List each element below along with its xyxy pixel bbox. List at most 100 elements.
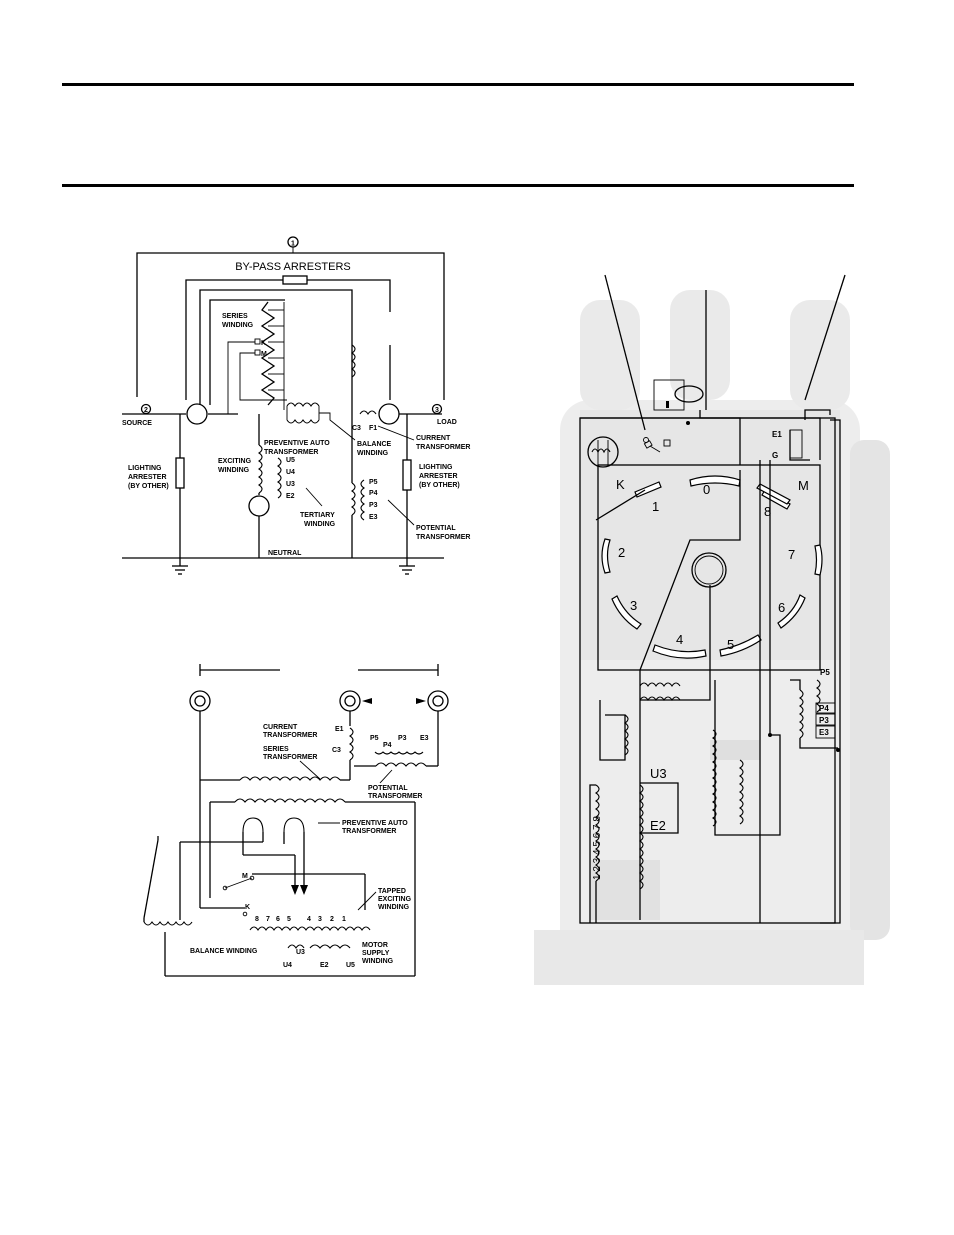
photo-coil-3: [624, 714, 629, 756]
header-rule-bottom: [62, 184, 854, 187]
arc-0: [689, 475, 741, 487]
tap-6: 6: [276, 916, 280, 923]
pt-tap-p3: P3: [369, 502, 378, 509]
f1-label: F1: [369, 425, 377, 432]
tertiary-winding-label-1: TERTIARY: [300, 512, 335, 519]
pt-p3: P3: [398, 735, 407, 742]
load-number: 3: [435, 407, 439, 414]
preventive-auto-label-2: TRANSFORMER: [342, 828, 396, 835]
motor-u5: U5: [346, 962, 355, 969]
header-rule-top: [62, 83, 854, 86]
photo-u3: U3: [650, 766, 667, 781]
pos-4: 4: [676, 632, 683, 647]
pa-coil-1: [242, 817, 264, 833]
pos-0: 0: [703, 482, 710, 497]
balance-coil: [351, 344, 356, 378]
exciting-winding-coil: [258, 444, 263, 494]
pt-p5: P5: [370, 735, 379, 742]
potential-transformer-label-1: POTENTIAL: [368, 785, 408, 792]
load-bushing: [378, 403, 400, 425]
pt-tap-p4: P4: [369, 490, 378, 497]
photo-e2: E2: [650, 818, 666, 833]
center-collector: [691, 552, 727, 588]
balance-winding-coil: [143, 921, 193, 926]
exciting-winding-coil: [234, 798, 346, 803]
bypass-arresters-label: BY-PASS ARRESTERS: [235, 261, 351, 273]
arrester-right-label-2: ARRESTER: [419, 473, 458, 480]
photo-coil-5: [739, 759, 744, 825]
pt-tap-e3: E3: [369, 514, 378, 521]
current-transformer-coil: [359, 410, 377, 415]
pa-coil-2: [283, 817, 305, 833]
switch-k: K: [245, 904, 250, 911]
neutral-label: NEUTRAL: [268, 550, 302, 557]
photo-e3: E3: [819, 728, 829, 737]
load-label: LOAD: [437, 419, 457, 426]
potential-transformer-label-2: TRANSFORMER: [368, 793, 422, 800]
pos-6: 6: [778, 600, 785, 615]
balance-winding-label-2: WINDING: [357, 450, 389, 457]
pos-2: 2: [618, 545, 625, 560]
preventive-auto-label-2: TRANSFORMER: [264, 449, 318, 456]
series-winding-label-2: WINDING: [222, 322, 254, 329]
arc-2: [601, 538, 611, 574]
pos-8: 8: [764, 504, 771, 519]
series-transformer-label-2: TRANSFORMER: [263, 754, 317, 761]
source-bushing: [186, 403, 208, 425]
pos-7: 7: [788, 547, 795, 562]
current-transformer-label-1: CURRENT: [416, 435, 451, 442]
series-transformer-coil: [239, 776, 341, 781]
photo-coil-u3e2: [639, 784, 644, 890]
arc-6: [777, 594, 806, 629]
tap-4: 4: [307, 916, 311, 923]
switch-m: M: [242, 873, 248, 880]
preventive-auto-label-1: PREVENTIVE AUTO: [264, 440, 330, 447]
source-number: 2: [144, 407, 148, 414]
tapped-exciting-label-1: TAPPED: [378, 888, 406, 895]
arc-4: [652, 644, 707, 659]
ct-label-1: CURRENT: [263, 724, 298, 731]
motor-e2: E2: [320, 962, 329, 969]
pt-secondary-coil: [374, 751, 424, 755]
source-label: SOURCE: [122, 420, 152, 427]
arrester-left-label-2: ARRESTER: [128, 474, 167, 481]
m-contact: M: [261, 351, 267, 358]
current-transformer-label-2: TRANSFORMER: [416, 444, 470, 451]
pt-tap-p5: P5: [369, 479, 378, 486]
exciting-winding-label-2: WINDING: [218, 467, 250, 474]
photo-coil-1: [639, 682, 681, 687]
motor-supply-label-1: MOTOR: [362, 942, 388, 949]
ct-coil: [349, 727, 354, 761]
motor-supply-label-3: WINDING: [362, 958, 394, 965]
series-transformer-label-1: SERIES: [263, 746, 289, 753]
pos-1: 1: [652, 499, 659, 514]
selector-circle: [587, 436, 619, 468]
potential-coil-left: [351, 482, 356, 516]
photo-k: K: [616, 477, 625, 492]
arrester-left-label-1: LIGHTING: [128, 465, 162, 472]
exciting-winding-label-1: EXCITING: [218, 458, 252, 465]
tap-u5: U5: [286, 457, 295, 464]
photo-coil-4: [712, 729, 717, 827]
tap-u4: U4: [286, 469, 295, 476]
bypass-number: 1: [291, 241, 295, 248]
ct-label-2: TRANSFORMER: [263, 732, 317, 739]
pos-5: 5: [727, 637, 734, 652]
photo-pt-coil-left: [799, 689, 804, 739]
pt-primary-coil: [375, 762, 427, 767]
series-winding: [260, 301, 285, 410]
pt-p4: P4: [383, 742, 392, 749]
photo-pt-coil-right: [816, 679, 821, 713]
tap-3: 3: [318, 916, 322, 923]
tapped-exciting-label-3: WINDING: [378, 904, 410, 911]
bypass-loop-wire: [136, 252, 445, 400]
pt-e3: E3: [420, 735, 429, 742]
tap-7: 7: [266, 916, 270, 923]
tapped-exciting-coil: [249, 926, 371, 931]
c3-label: C3: [352, 425, 361, 432]
arc-7: [814, 544, 823, 576]
potential-transformer-label-1: POTENTIAL: [416, 525, 456, 532]
